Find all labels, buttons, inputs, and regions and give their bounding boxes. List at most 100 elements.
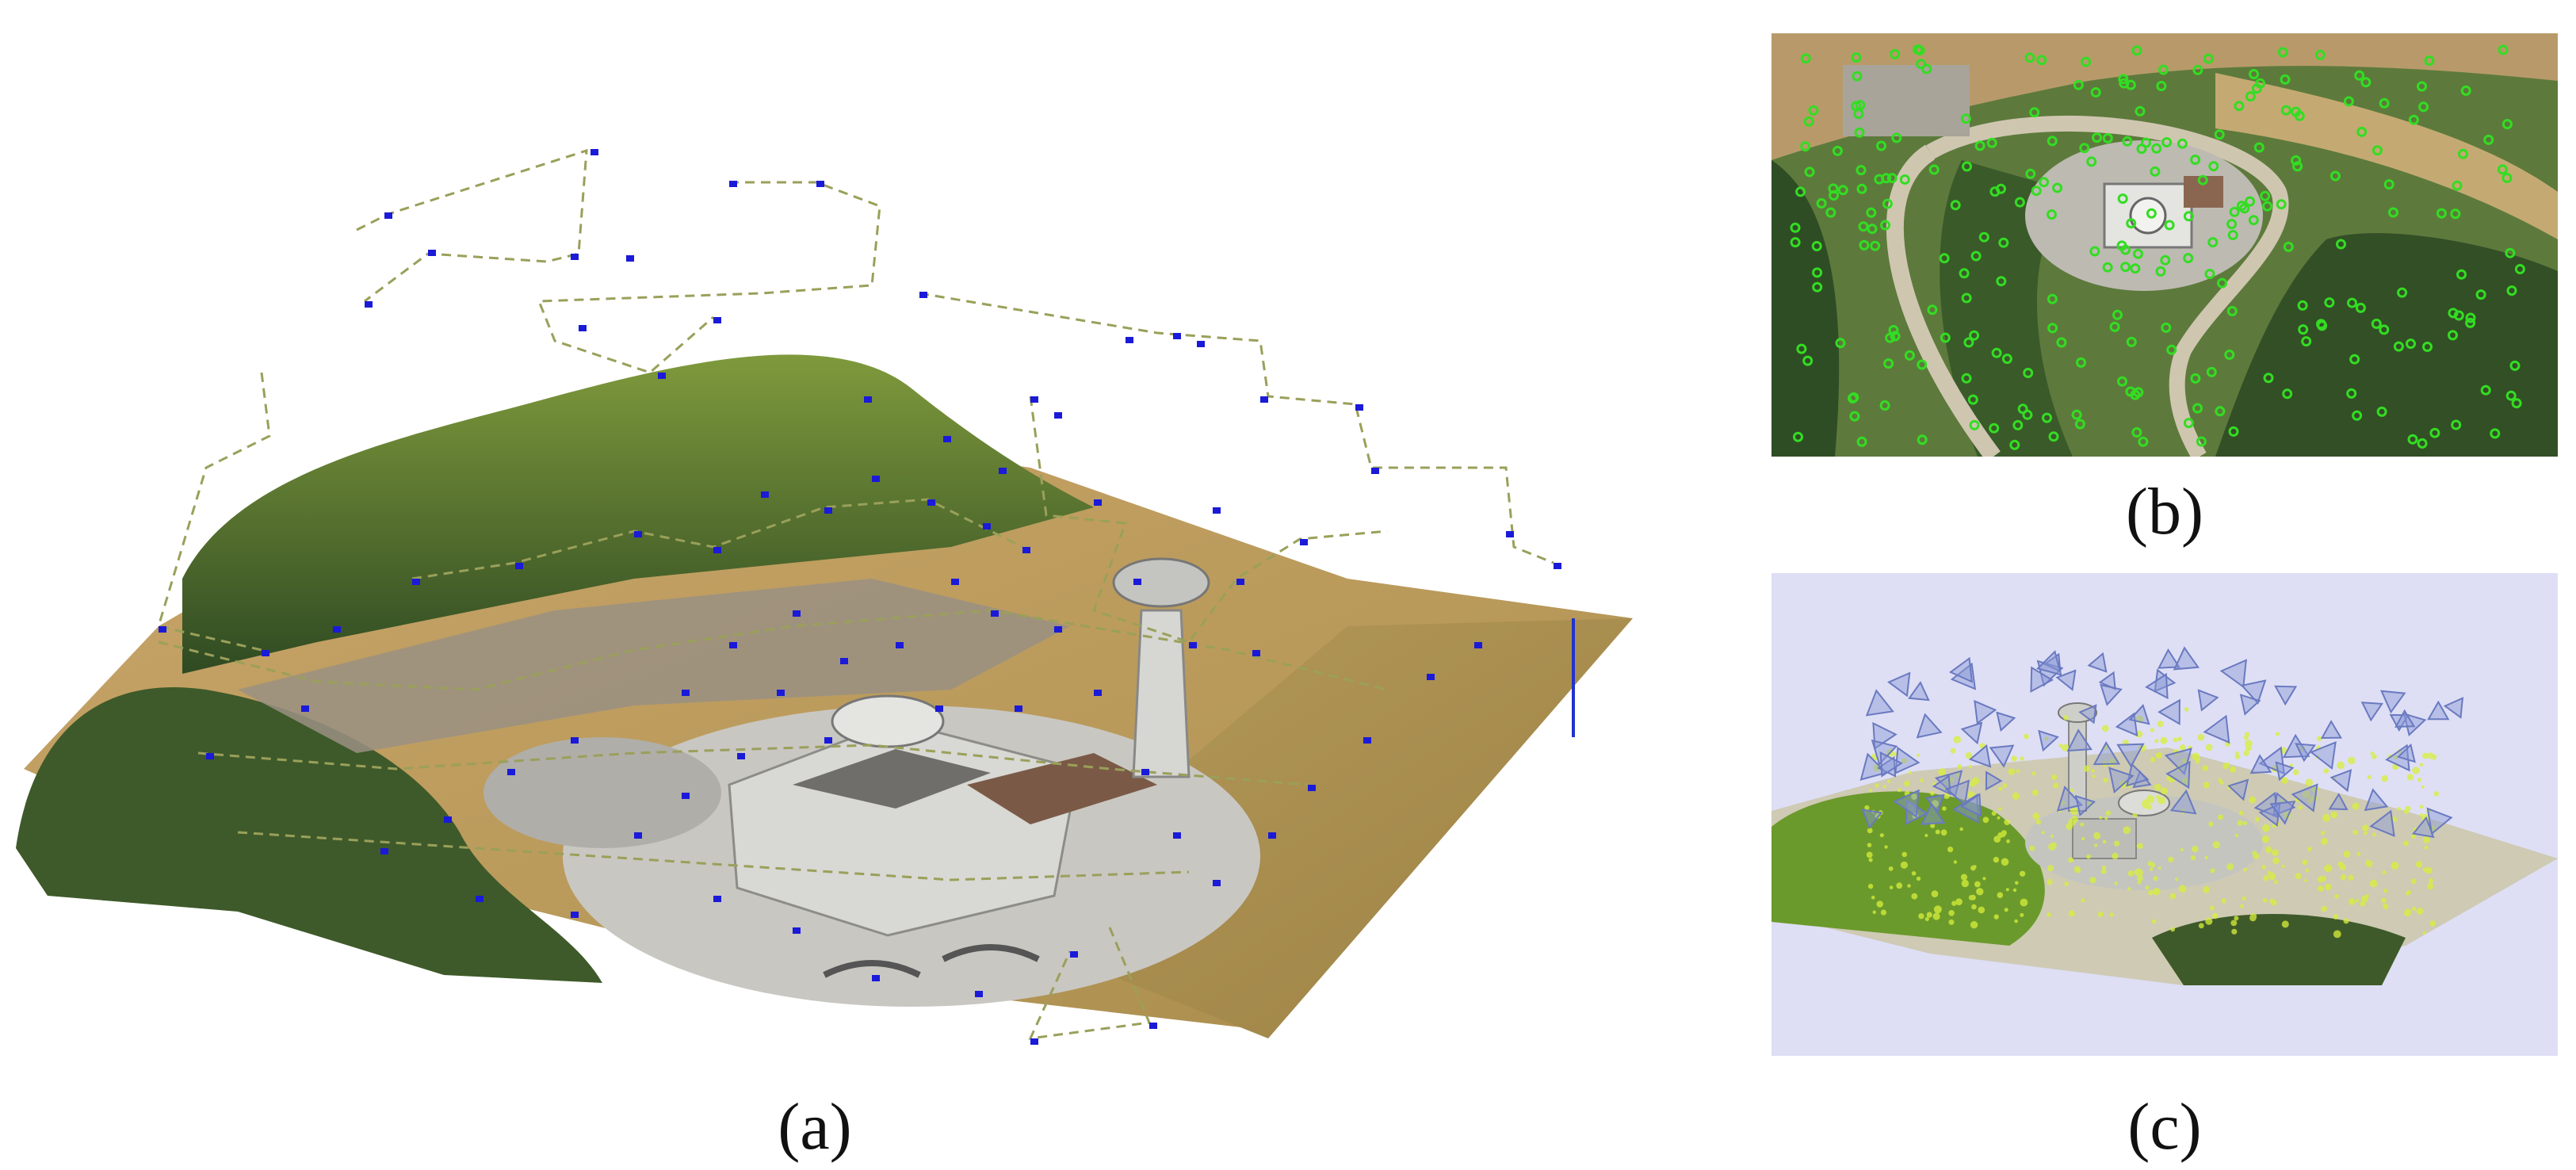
camera-frustum	[2240, 679, 2267, 705]
tie-point	[2280, 105, 2291, 116]
cloud-point	[2047, 865, 2054, 872]
tie-point	[2329, 170, 2341, 182]
cloud-point	[2073, 866, 2081, 874]
cloud-point	[2023, 733, 2029, 740]
cloud-point	[2406, 774, 2414, 781]
cloud-point	[2081, 836, 2085, 841]
cloud-point	[2234, 833, 2239, 838]
cloud-point	[2058, 744, 2063, 748]
cloud-point	[1926, 912, 1932, 918]
cloud-point	[1970, 921, 1978, 929]
cloud-point	[2340, 874, 2347, 881]
tie-point	[2120, 262, 2131, 273]
cloud-point	[1888, 866, 1894, 871]
tie-point	[1800, 141, 1811, 152]
cloud-point	[2112, 852, 2119, 860]
tie-point	[2355, 302, 2366, 313]
cloud-point	[2352, 802, 2360, 810]
cloud-point	[1947, 847, 1954, 853]
cloud-point	[2204, 855, 2208, 859]
tie-point	[2376, 406, 2387, 417]
tie-point	[2133, 387, 2144, 398]
cloud-point	[2330, 811, 2337, 819]
cloud-point	[2305, 778, 2313, 786]
tie-point	[2372, 145, 2383, 156]
tie-point	[2130, 263, 2141, 274]
camera-frustum	[1887, 671, 1911, 698]
tie-point	[1870, 240, 1881, 251]
cloud-point	[2160, 787, 2168, 795]
camera-frustum	[2239, 694, 2261, 716]
cloud-point	[2295, 873, 2302, 880]
cloud-point	[2179, 744, 2186, 751]
cloud-point	[2002, 783, 2008, 788]
cloud-point	[2157, 796, 2165, 805]
cloud-point	[2261, 865, 2267, 870]
tie-point	[2150, 166, 2161, 177]
cloud-point	[1918, 913, 1924, 920]
tie-point	[2497, 164, 2508, 175]
tie-point	[1802, 355, 1814, 366]
reconstructed-3d-model-image	[16, 148, 1633, 1045]
cloud-point	[2343, 851, 2351, 858]
tie-point	[1890, 331, 1901, 342]
tie-point	[1848, 393, 1858, 403]
tie-point	[2501, 119, 2513, 130]
camera-frustum	[2411, 816, 2435, 839]
cloud-point	[2253, 852, 2260, 859]
cloud-point	[2234, 754, 2241, 759]
cloud-point	[1901, 851, 1907, 858]
tie-point	[2292, 161, 2303, 172]
tie-point	[1796, 343, 1807, 354]
cloud-point	[1998, 807, 2002, 811]
tie-point	[1880, 220, 1890, 231]
tie-point	[2383, 179, 2394, 190]
cloud-point	[2080, 822, 2085, 827]
cloud-point	[2429, 920, 2436, 927]
tie-point	[2388, 207, 2398, 218]
cloud-point	[2321, 837, 2329, 845]
tie-point	[1886, 173, 1898, 184]
tie-point	[2371, 319, 2382, 329]
tie-point	[2012, 419, 2024, 430]
camera-frustum	[2038, 729, 2059, 752]
cloud-point	[2369, 879, 2378, 888]
cloud-point	[1982, 877, 1986, 881]
cloud-point	[2417, 778, 2422, 782]
cloud-point	[1869, 789, 1873, 793]
tie-point	[1986, 137, 1997, 148]
tie-point	[2214, 129, 2225, 140]
camera-frustum	[1968, 744, 1992, 768]
cloud-point	[2242, 896, 2246, 901]
cloud-point	[1951, 900, 1957, 906]
tie-point	[2126, 336, 2137, 347]
tie-point	[2092, 132, 2103, 143]
cloud-point	[1942, 806, 1947, 811]
camera-frustum	[1950, 662, 1977, 690]
tie-point	[2417, 81, 2427, 92]
cloud-point	[2157, 866, 2161, 870]
tie-point	[2349, 354, 2360, 365]
cloud-point	[1904, 780, 1910, 787]
camera-frustum	[2087, 652, 2108, 673]
tie-point	[1879, 400, 1890, 411]
camera-frustum	[2364, 788, 2389, 812]
tie-point	[2118, 74, 2129, 85]
camera-frustum	[2394, 709, 2416, 728]
cloud-point	[2086, 854, 2091, 859]
tie-point	[2248, 215, 2259, 226]
cloud-point	[2169, 893, 2177, 900]
tie-point	[2112, 309, 2123, 320]
cloud-point	[2412, 906, 2417, 911]
tie-points	[1790, 44, 2525, 450]
cloud-point	[1950, 748, 1956, 754]
cloud-point	[2008, 768, 2016, 775]
cloud-point	[2160, 736, 2168, 744]
tie-point	[2511, 398, 2522, 409]
camera-frustum	[2369, 809, 2395, 837]
tie-point	[2197, 174, 2208, 185]
cloud-point	[2272, 849, 2279, 856]
cloud-point	[2198, 923, 2204, 929]
cloud-point	[1932, 912, 1940, 920]
cloud-point	[1991, 811, 1997, 816]
